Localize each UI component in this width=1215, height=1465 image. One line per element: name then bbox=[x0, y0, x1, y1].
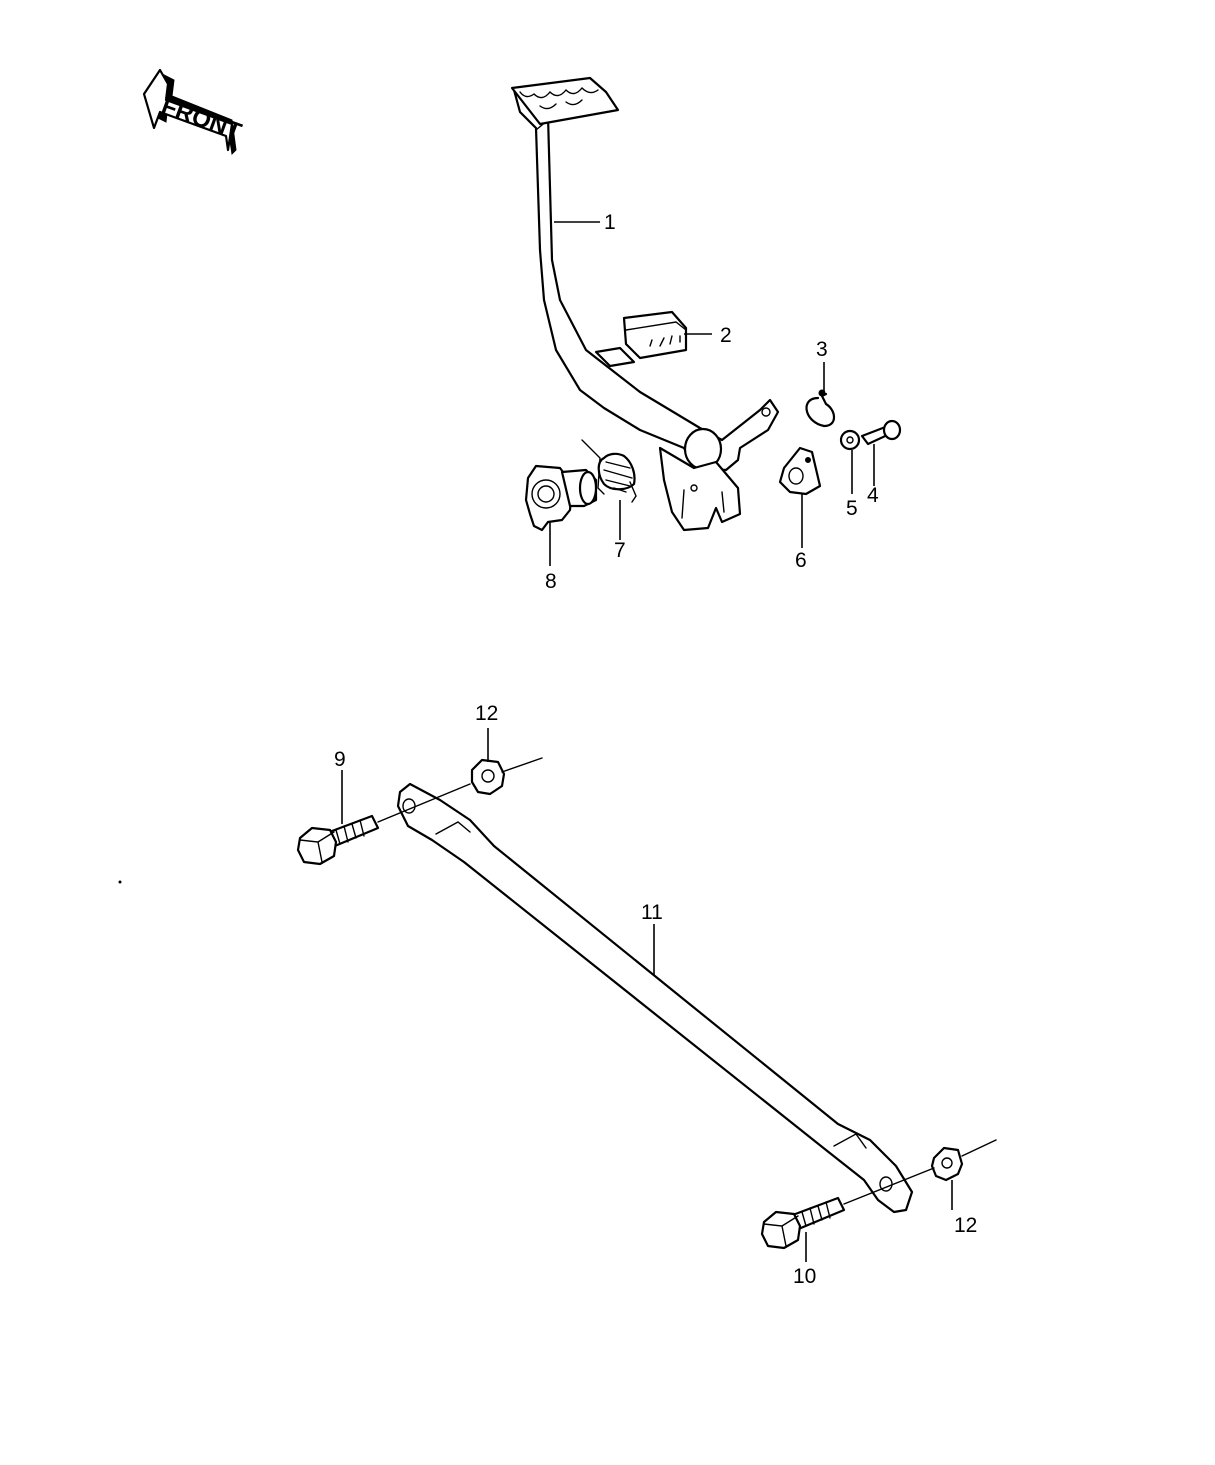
callout-11: 11 bbox=[641, 901, 663, 924]
brake-pedal bbox=[510, 76, 780, 532]
washer bbox=[839, 429, 861, 451]
pivot-bushing bbox=[524, 464, 598, 532]
left-bolt bbox=[296, 814, 380, 866]
callout-6: 6 bbox=[795, 549, 807, 572]
callout-12-bottom: 12 bbox=[954, 1214, 977, 1237]
callout-7: 7 bbox=[614, 539, 626, 562]
front-arrow-icon: FRONT bbox=[142, 68, 245, 156]
nut-top bbox=[470, 757, 543, 796]
nut-bottom bbox=[930, 1139, 997, 1182]
callout-8: 8 bbox=[545, 570, 557, 593]
right-bolt bbox=[760, 1196, 846, 1250]
callout-9: 9 bbox=[334, 748, 346, 771]
small-bolt bbox=[860, 419, 902, 446]
pedal-pad bbox=[622, 310, 688, 360]
callout-10: 10 bbox=[793, 1265, 816, 1288]
cam-plate bbox=[778, 446, 822, 496]
callout-12-top: 12 bbox=[475, 702, 498, 725]
stray-dot bbox=[118, 880, 122, 884]
assembly-lines bbox=[377, 783, 935, 1205]
leader-lines bbox=[341, 221, 953, 1262]
callout-4: 4 bbox=[867, 484, 879, 507]
callout-5: 5 bbox=[846, 497, 858, 520]
circlip bbox=[805, 389, 836, 428]
brake-rod bbox=[396, 782, 914, 1214]
callout-2: 2 bbox=[720, 324, 732, 347]
callouts: 1 2 3 4 5 6 7 8 9 10 11 12 12 bbox=[334, 211, 977, 1288]
callout-3: 3 bbox=[816, 338, 828, 361]
front-label: FRONT bbox=[158, 92, 245, 146]
return-spring bbox=[581, 439, 637, 503]
callout-1: 1 bbox=[604, 211, 616, 234]
